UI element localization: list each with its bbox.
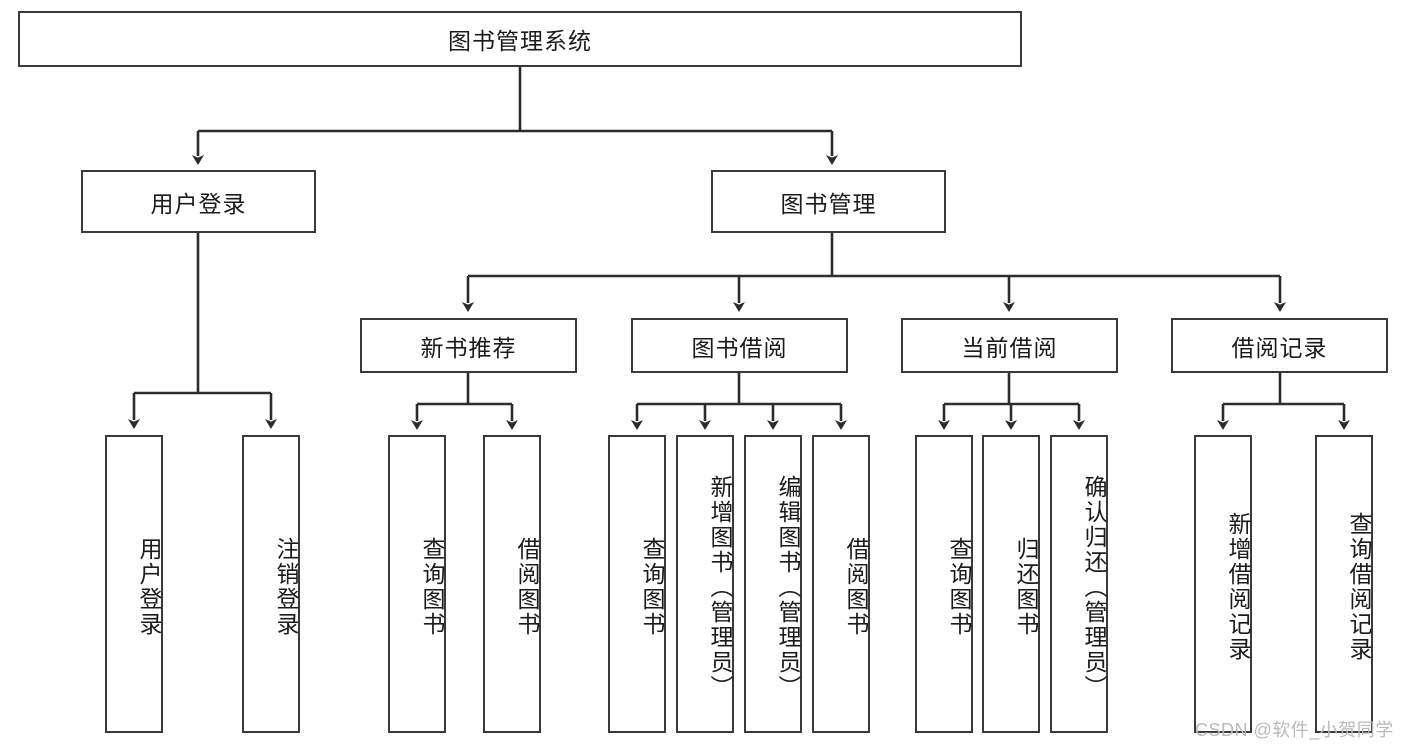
node-label: 查询图书 (946, 537, 972, 637)
node-book-management[interactable]: 图书管理 (711, 170, 946, 233)
leaf-user-login-login[interactable]: 用户登录 (105, 435, 163, 733)
leaf-borrow-edit-book[interactable]: 编辑图书（管理员） (744, 435, 802, 733)
node-label: 图书管理 (780, 190, 877, 217)
leaf-recommend-borrow-book[interactable]: 借阅图书 (483, 435, 541, 733)
node-label: 当前借阅 (961, 334, 1058, 361)
node-label: 编辑图书（管理员） (775, 474, 801, 700)
node-label: 查询借阅记录 (1346, 512, 1372, 662)
leaf-borrow-borrow-book[interactable]: 借阅图书 (812, 435, 870, 733)
node-label: 借阅图书 (843, 537, 869, 637)
node-label: 新增图书（管理员） (707, 474, 733, 700)
node-label: 用户登录 (150, 190, 247, 217)
leaf-borrow-query-book[interactable]: 查询图书 (608, 435, 666, 733)
node-label: 借阅记录 (1231, 334, 1328, 361)
node-label: 确认归还（管理员） (1081, 474, 1107, 700)
node-borrow-record[interactable]: 借阅记录 (1171, 318, 1388, 373)
node-label: 新书推荐 (420, 334, 517, 361)
node-label: 新增借阅记录 (1225, 512, 1251, 662)
node-book-borrow[interactable]: 图书借阅 (631, 318, 848, 373)
node-label: 查询图书 (639, 537, 665, 637)
leaf-borrow-add-book[interactable]: 新增图书（管理员） (676, 435, 734, 733)
node-label: 图书管理系统 (448, 28, 592, 54)
node-label: 借阅图书 (514, 537, 540, 637)
node-label: 用户登录 (136, 537, 162, 637)
node-user-login[interactable]: 用户登录 (81, 170, 316, 233)
leaf-record-query-record[interactable]: 查询借阅记录 (1315, 435, 1373, 733)
node-label: 查询图书 (419, 537, 445, 637)
leaf-recommend-query-book[interactable]: 查询图书 (388, 435, 446, 733)
leaf-current-query-book[interactable]: 查询图书 (915, 435, 973, 733)
leaf-current-confirm-return[interactable]: 确认归还（管理员） (1050, 435, 1108, 733)
node-label: 注销登录 (273, 537, 299, 637)
csdn-watermark: CSDN @软件_小贺同学 (1195, 720, 1394, 740)
node-new-book-recommend[interactable]: 新书推荐 (360, 318, 577, 373)
node-label: 图书借阅 (691, 334, 788, 361)
leaf-user-login-logout[interactable]: 注销登录 (242, 435, 300, 733)
leaf-current-return-book[interactable]: 归还图书 (982, 435, 1040, 733)
node-current-borrow[interactable]: 当前借阅 (901, 318, 1118, 373)
node-label: 归还图书 (1013, 537, 1039, 637)
leaf-record-add-record[interactable]: 新增借阅记录 (1194, 435, 1252, 733)
node-root-system[interactable]: 图书管理系统 (18, 11, 1022, 67)
